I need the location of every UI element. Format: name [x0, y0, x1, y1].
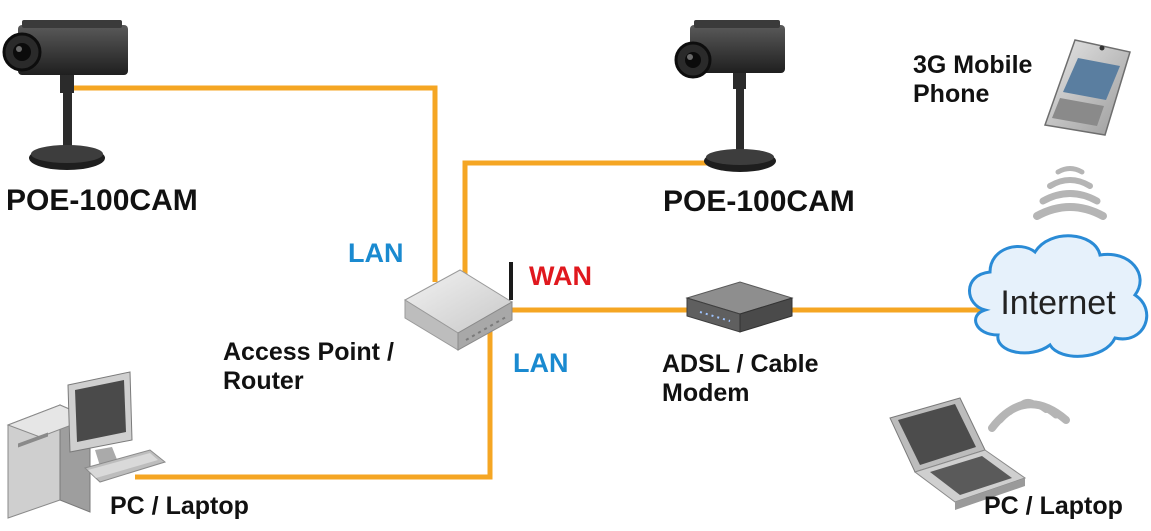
ip-camera-icon — [674, 20, 785, 172]
pc-left-label: PC / Laptop — [110, 492, 249, 520]
router-label-line1: Access Point / — [223, 338, 394, 366]
wan-label: WAN — [529, 261, 592, 291]
lan-label-bottom: LAN — [513, 348, 569, 378]
laptop-icon — [889, 397, 1027, 510]
modem-label-line2: Modem — [662, 379, 750, 407]
cable-router-to-camera-right — [462, 160, 720, 285]
router-label-line2: Router — [223, 367, 304, 395]
wireless-signal-icon — [1033, 166, 1107, 220]
internet-label: Internet — [1000, 284, 1116, 322]
mobile-phone-label-line1: 3G Mobile — [913, 51, 1033, 79]
desktop-pc-icon — [6, 371, 167, 519]
cable-camera-left-to-router — [70, 85, 438, 282]
mobile-phone-label-line2: Phone — [913, 80, 990, 108]
cables — [70, 85, 985, 480]
cable-router-to-pc-left — [135, 330, 493, 480]
camera-right-label: POE-100CAM — [663, 185, 855, 218]
pc-right-label: PC / Laptop — [984, 492, 1123, 520]
wireless-signal-icon — [988, 399, 1070, 432]
router-icon — [404, 262, 513, 351]
ip-camera-icon — [2, 20, 128, 170]
camera-left-label: POE-100CAM — [6, 184, 198, 217]
mobile-phone-icon — [1043, 39, 1131, 136]
cloud-icon: Internet — [968, 234, 1149, 358]
modem-icon — [685, 281, 794, 333]
modem-label-line1: ADSL / Cable — [662, 350, 819, 378]
lan-label-top: LAN — [348, 238, 404, 268]
